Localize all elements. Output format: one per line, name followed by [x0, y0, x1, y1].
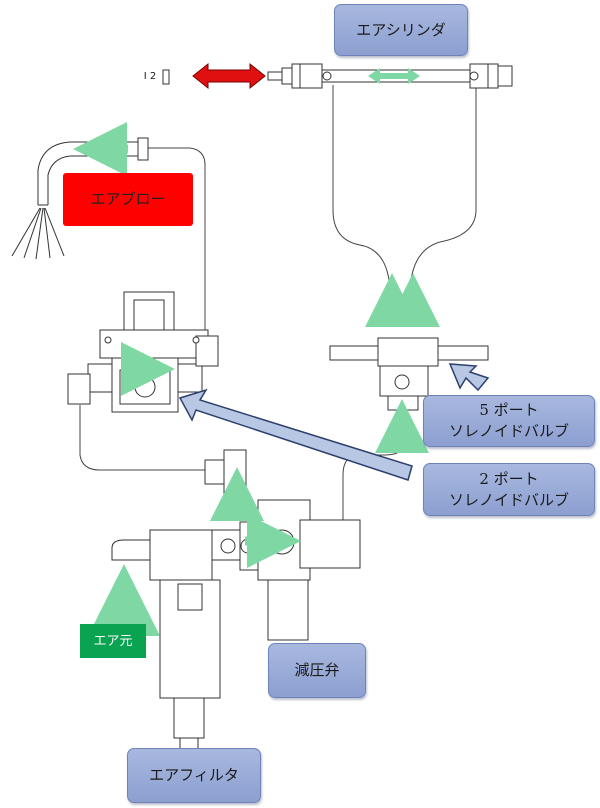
air-cylinder-label: エアシリンダ	[334, 4, 468, 56]
stroke-direction-arrow	[192, 62, 266, 90]
cylinder-flow-arrow	[368, 68, 420, 84]
air-blow-label: エアブロー	[63, 173, 193, 226]
five-port-valve-label: 5 ポート ソレノイドバルブ	[423, 395, 595, 447]
air-filter-label: エアフィルタ	[127, 748, 261, 803]
two-port-pointer-arrow	[178, 388, 413, 481]
air-source-label: エア元	[80, 624, 146, 658]
stopper-mark: I 2	[143, 70, 157, 82]
five-port-valve-drawing	[329, 310, 489, 411]
stopper-drawing	[162, 69, 170, 85]
air-blow-nozzle-drawing	[11, 137, 149, 260]
two-port-valve-label: 2 ポート ソレノイドバルブ	[423, 463, 595, 516]
regulator-label: 減圧弁	[268, 643, 366, 698]
five-port-pointer-arrow	[448, 363, 490, 392]
